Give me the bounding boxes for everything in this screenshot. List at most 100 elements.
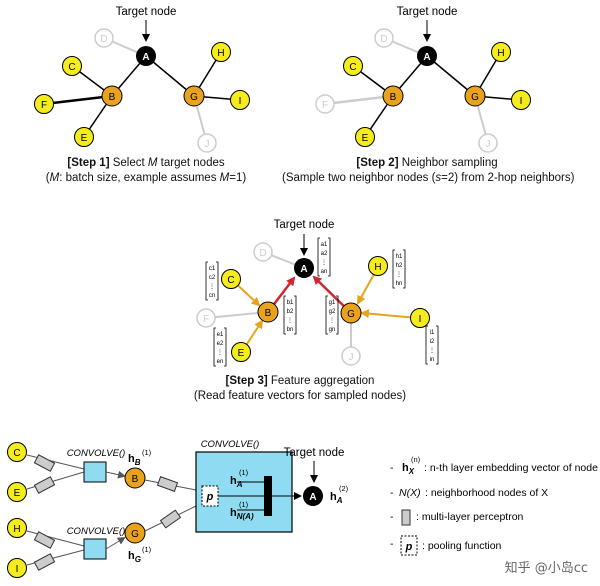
- s2-node-A: A: [417, 46, 437, 66]
- legend-sym-h: hX: [402, 462, 415, 476]
- legend-pool-symbol: [400, 535, 418, 556]
- vector-entry: i2: [430, 339, 435, 345]
- s3-node-G: G: [340, 302, 362, 324]
- legend-text-4: : pooling function: [422, 540, 502, 552]
- legend-text-2: : neighborhood nodes of X: [425, 487, 548, 499]
- s2-node-E: E: [355, 127, 375, 147]
- svg-text:-: -: [390, 462, 394, 474]
- svg-text:p: p: [206, 491, 214, 503]
- s1-node-G: G: [183, 85, 205, 107]
- mlp-block-C: [33, 454, 56, 472]
- s3-node-A: A: [294, 258, 314, 278]
- svg-text:I: I: [16, 564, 19, 575]
- s1-node-H: H: [211, 42, 231, 62]
- feature-vector-e: e1 e2 ⋮ en: [213, 327, 227, 367]
- legend-text-3: : multi-layer perceptron: [416, 511, 524, 523]
- s1-node-D: D: [94, 28, 114, 48]
- vector-entry: a2: [321, 251, 328, 257]
- svg-text:I: I: [520, 96, 523, 107]
- vector-entry: g1: [329, 300, 336, 306]
- svg-text:B: B: [109, 92, 116, 103]
- svg-text:C: C: [349, 62, 356, 73]
- s2-node-B: B: [382, 85, 404, 107]
- legend: - hX (n) : n-th layer embedding vector o…: [390, 455, 600, 556]
- concat-bar: [264, 476, 272, 516]
- svg-text:H: H: [497, 48, 504, 59]
- mlp-block-H: [33, 531, 56, 549]
- step1-caption: [Step 1] Select M target nodes (M: batch…: [45, 157, 247, 184]
- vector-entry: ⋮: [287, 318, 293, 324]
- cg-node-B: B: [124, 467, 146, 489]
- svg-text:E: E: [238, 348, 245, 359]
- s3-node-D: D: [253, 242, 273, 262]
- svg-text:D: D: [259, 248, 266, 259]
- svg-text:C: C: [227, 275, 234, 286]
- mlp-block-G: [159, 509, 182, 529]
- vector-entry: a1: [321, 242, 328, 248]
- svg-text:I: I: [419, 314, 422, 325]
- vector-entry: b1: [287, 300, 294, 306]
- s1-node-E: E: [74, 127, 94, 147]
- svg-text:D: D: [380, 34, 387, 45]
- svg-text:C: C: [13, 448, 20, 459]
- vector-entry: in: [430, 357, 435, 363]
- svg-text:hB: hB: [128, 453, 141, 467]
- svg-text:-: -: [390, 511, 394, 523]
- cg-target-label: Target node: [284, 447, 345, 459]
- s1-node-A: A: [136, 46, 156, 66]
- svg-text:B: B: [265, 308, 272, 319]
- svg-text:E: E: [14, 488, 21, 499]
- vector-entry: ⋮: [217, 350, 223, 356]
- vector-entry: i1: [430, 330, 435, 336]
- svg-text:CONVOLVE(): CONVOLVE(): [67, 526, 126, 537]
- cg-node-A: A: [303, 486, 323, 506]
- vector-entry: e2: [217, 341, 224, 347]
- step3-caption: [Step 3] Feature aggregation (Read featu…: [193, 375, 407, 402]
- s3-node-F: F: [196, 308, 216, 328]
- svg-text:CONVOLVE(): CONVOLVE(): [67, 448, 126, 459]
- vector-entry: e1: [217, 332, 224, 338]
- step1-target-label: Target node: [116, 6, 177, 18]
- svg-text:hG: hG: [128, 550, 141, 564]
- svg-text:F: F: [322, 100, 328, 111]
- step2-target-label: Target node: [397, 6, 458, 18]
- s3-node-E: E: [231, 342, 251, 362]
- s1-node-I: I: [230, 90, 250, 110]
- vector-entry: c1: [209, 266, 216, 272]
- s2-node-I: I: [511, 90, 531, 110]
- computation-graph: C E H I CONVOLVE() B hB (1) CONVOLVE() G…: [7, 439, 349, 578]
- svg-text:F: F: [41, 100, 47, 111]
- s1-node-C: C: [62, 56, 82, 76]
- s3-node-C: C: [221, 269, 241, 289]
- svg-text:CONVOLVE(): CONVOLVE(): [201, 439, 260, 450]
- svg-text:B: B: [390, 92, 397, 103]
- svg-text:A: A: [309, 492, 316, 503]
- mlp-block-E: [33, 476, 56, 494]
- svg-text:A: A: [142, 52, 149, 63]
- vector-entry: en: [217, 359, 224, 365]
- svg-text:D: D: [100, 34, 107, 45]
- svg-text:G: G: [347, 309, 355, 320]
- legend-sym-nx: N(X): [399, 487, 421, 499]
- svg-text:A: A: [423, 52, 430, 63]
- cg-node-I: I: [7, 558, 27, 578]
- svg-text:(n): (n): [411, 455, 421, 464]
- svg-text:(1): (1): [142, 545, 152, 554]
- vector-entry: h1: [396, 254, 403, 260]
- cg-node-G: G: [124, 522, 146, 544]
- step3-graph: Target node D A C B F E H G I J a1a2⋮anb…: [196, 219, 439, 367]
- cg-node-H: H: [7, 518, 27, 538]
- svg-text:-: -: [390, 487, 394, 499]
- vector-entry: hn: [396, 281, 403, 287]
- feature-vectors: a1a2⋮anb1b2⋮bnc1c2⋮cne1e2⋮eng1g2⋮gnh1h2⋮…: [205, 237, 439, 367]
- svg-text:H: H: [13, 524, 20, 535]
- svg-text:J: J: [205, 139, 210, 150]
- s1-node-J: J: [197, 133, 217, 153]
- legend-mlp-symbol: [401, 509, 411, 526]
- svg-text:E: E: [362, 133, 369, 144]
